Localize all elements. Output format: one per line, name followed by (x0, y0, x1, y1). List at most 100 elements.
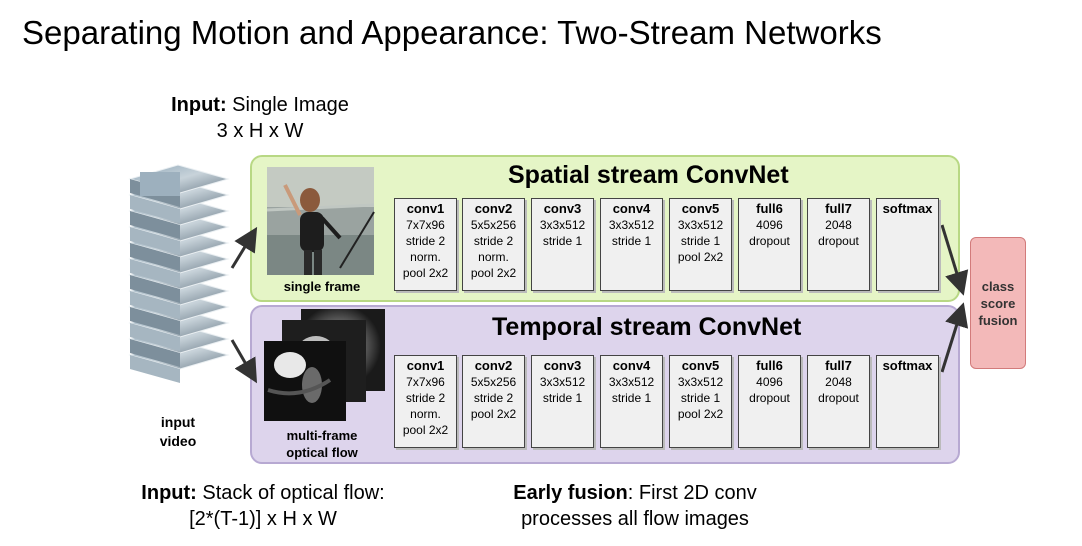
early-fusion-caption: Early fusion: First 2D conv processes al… (470, 480, 800, 532)
layer-name: conv3 (543, 358, 582, 373)
early-fusion-label: Early fusion (513, 482, 628, 504)
layer-detail: norm. (410, 407, 441, 421)
layer-name: conv4 (612, 358, 651, 373)
video-frame-edge (130, 323, 180, 351)
layer-detail: stride 1 (542, 391, 583, 405)
video-frame-edge (130, 195, 180, 223)
input-top-line1: Single Image (232, 94, 349, 116)
video-frame-edge (130, 291, 180, 319)
layer-detail: 7x7x96 (406, 218, 445, 232)
video-caption-line1: input (160, 414, 196, 430)
fusion-line3: fusion (978, 313, 1018, 328)
optical-flow-caption-line2: optical flow (286, 445, 358, 460)
layer-name: full6 (756, 358, 783, 373)
input-top-label: Input: (171, 94, 227, 116)
optical-flow-caption-line1: multi-frame (286, 428, 358, 443)
spatial-layer-conv1: conv1 7x7x96 stride 2 norm. pool 2x2 (394, 198, 457, 291)
layer-detail: dropout (749, 234, 790, 248)
layer-name: conv1 (406, 201, 445, 216)
layer-detail: pool 2x2 (470, 407, 517, 421)
layer-detail: stride 1 (680, 234, 721, 248)
input-bottom-line1: Stack of optical flow: (202, 482, 385, 504)
arrow-to-spatial (230, 226, 258, 269)
layer-detail: stride 2 (473, 391, 514, 405)
layer-name: softmax (882, 358, 933, 373)
layer-detail: pool 2x2 (677, 407, 724, 421)
video-frame-edge (130, 211, 180, 239)
layer-detail: 3x3x512 (677, 375, 724, 389)
optical-flow-caption: multi-frame optical flow (266, 427, 378, 461)
video-frame-edge (130, 243, 180, 271)
early-fusion-line2: processes all flow images (521, 508, 749, 530)
temporal-stream-title: Temporal stream ConvNet (492, 313, 802, 341)
spatial-layer-full6: full6 4096 dropout (738, 198, 801, 291)
video-frame-edge (130, 355, 180, 383)
spatial-layer-conv4: conv4 3x3x512 stride 1 (600, 198, 663, 291)
temporal-layer-softmax: softmax (876, 355, 939, 448)
video-stack-icon (128, 164, 230, 383)
layer-detail: norm. (410, 250, 441, 264)
layer-detail: stride 1 (611, 391, 652, 405)
layer-detail: stride 2 (405, 234, 446, 248)
input-bottom-label: Input: (141, 482, 197, 504)
slide-title: Separating Motion and Appearance: Two-St… (22, 14, 882, 51)
video-top-frame (140, 172, 180, 196)
layer-detail: pool 2x2 (470, 266, 517, 280)
spatial-layer-softmax: softmax (876, 198, 939, 291)
layer-detail: stride 2 (405, 391, 446, 405)
input-bottom-caption: Input: Stack of optical flow: [2*(T-1)] … (108, 480, 418, 532)
layer-detail: 3x3x512 (677, 218, 724, 232)
video-frame-edge (130, 307, 180, 335)
layer-name: conv3 (543, 201, 582, 216)
temporal-layer-conv3: conv3 3x3x512 stride 1 (531, 355, 594, 448)
layer-name: conv5 (681, 201, 720, 216)
layer-detail: stride 1 (680, 391, 721, 405)
layer-detail: 2048 (825, 218, 852, 232)
layer-detail: pool 2x2 (402, 423, 449, 437)
layer-detail: 3x3x512 (608, 375, 655, 389)
layer-name: conv4 (612, 201, 651, 216)
video-frame-edge (130, 275, 180, 303)
video-caption: input video (150, 413, 206, 451)
layer-detail: 4096 (756, 218, 783, 232)
layer-detail: 3x3x512 (608, 218, 655, 232)
layer-name: conv2 (474, 201, 513, 216)
layer-name: full6 (756, 201, 783, 216)
layer-detail: 3x3x512 (539, 375, 586, 389)
layer-detail: 7x7x96 (406, 375, 445, 389)
video-frame-edge (130, 227, 180, 255)
temporal-layer-conv2: conv2 5x5x256 stride 2 pool 2x2 (462, 355, 525, 448)
single-frame-image (266, 167, 375, 275)
early-fusion-line1: : First 2D conv (627, 482, 757, 504)
arrow-spatial-to-fusion (940, 224, 969, 296)
arrow-temporal-to-fusion (940, 302, 969, 373)
layer-name: full7 (825, 358, 852, 373)
layer-detail: 5x5x256 (470, 218, 517, 232)
fusion-line1: class (981, 279, 1015, 294)
layer-name: conv5 (681, 358, 720, 373)
layer-name: conv2 (474, 358, 513, 373)
optical-flow-images (264, 309, 385, 421)
layer-detail: pool 2x2 (402, 266, 449, 280)
layer-detail: 4096 (756, 375, 783, 389)
spatial-stream-title: Spatial stream ConvNet (508, 161, 789, 189)
arrow-to-temporal (230, 339, 258, 384)
layer-detail: norm. (478, 250, 509, 264)
layer-detail: stride 1 (611, 234, 652, 248)
single-frame-caption: single frame (283, 279, 361, 294)
temporal-layer-conv4: conv4 3x3x512 stride 1 (600, 355, 663, 448)
video-frame-edge (130, 259, 180, 287)
layer-detail: 2048 (825, 375, 852, 389)
layer-detail: 5x5x256 (470, 375, 517, 389)
layer-name: softmax (882, 201, 933, 216)
input-top-line2: 3 x H x W (216, 120, 304, 142)
layer-name: conv1 (406, 358, 445, 373)
temporal-layer-conv5: conv5 3x3x512 stride 1 pool 2x2 (669, 355, 732, 448)
